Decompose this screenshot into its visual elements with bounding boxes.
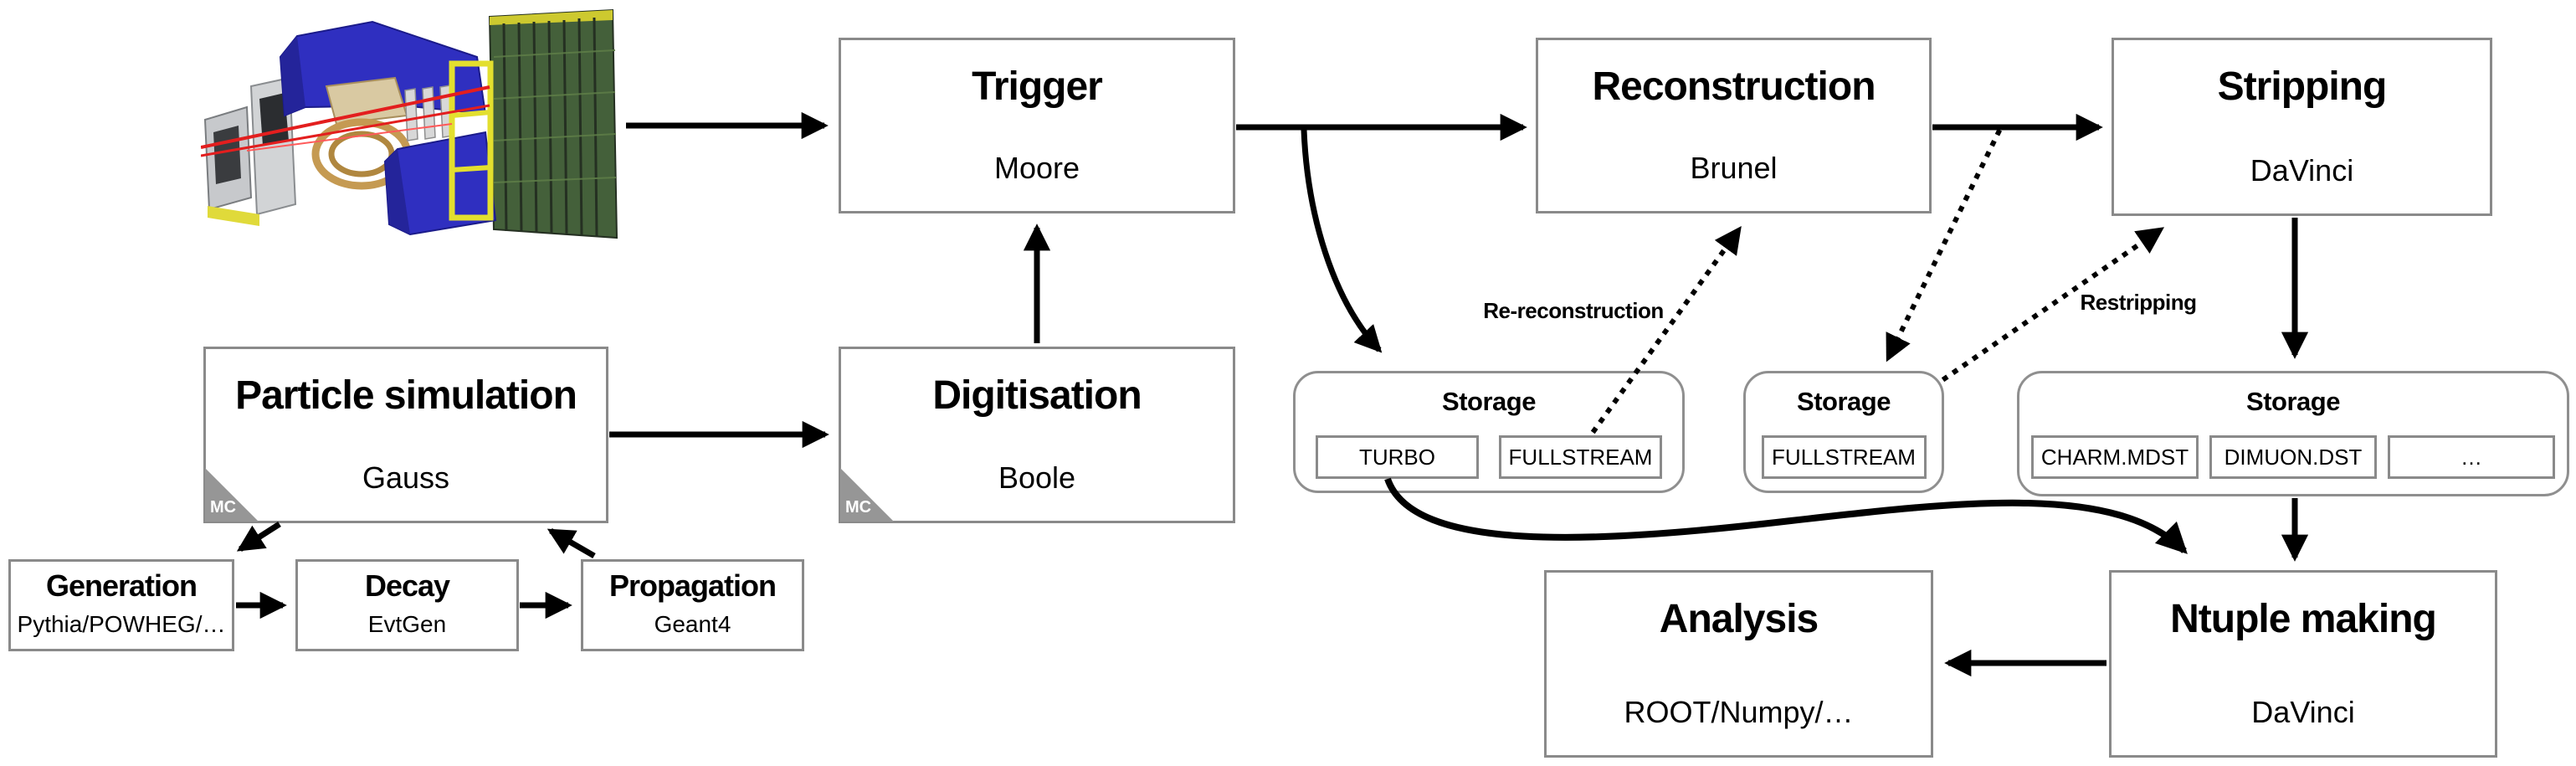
node-reconstruction: Reconstruction Brunel bbox=[1536, 38, 1932, 213]
node-digitisation: Digitisation Boole MC bbox=[839, 347, 1235, 523]
node-title: Decay bbox=[364, 568, 450, 603]
node-subtitle: Geant4 bbox=[654, 611, 731, 637]
node-stripping: Stripping DaVinci bbox=[2112, 38, 2492, 216]
edge-trigger-branch-to-storage1 bbox=[1301, 129, 1383, 353]
lhcb-detector-image bbox=[201, 8, 618, 239]
node-particle-simulation: Particle simulation Gauss MC bbox=[203, 347, 608, 523]
storage-items: CHARM.MDST DIMUON.DST … bbox=[2031, 435, 2555, 479]
node-subtitle: Gauss bbox=[362, 460, 450, 495]
storage-title: Storage bbox=[1797, 387, 1891, 416]
storage-item-dimuon-dst: DIMUON.DST bbox=[2209, 435, 2377, 479]
storage-item-fullstream: FULLSTREAM bbox=[1761, 435, 1927, 479]
node-trigger: Trigger Moore bbox=[839, 38, 1235, 213]
node-title: Generation bbox=[45, 568, 198, 603]
node-title: Stripping bbox=[2217, 64, 2388, 109]
storage-item-charm-mdst: CHARM.MDST bbox=[2031, 435, 2199, 479]
node-propagation: Propagation Geant4 bbox=[581, 559, 804, 651]
storage-items: TURBO FULLSTREAM bbox=[1316, 435, 1662, 479]
node-title: Trigger bbox=[972, 64, 1103, 109]
node-title: Analysis bbox=[1659, 597, 1819, 641]
node-subtitle: Moore bbox=[993, 151, 1080, 185]
storage-item-ellipsis: … bbox=[2388, 435, 2555, 479]
storage-box-stripping-output: Storage CHARM.MDST DIMUON.DST … bbox=[2017, 371, 2569, 496]
node-subtitle: Brunel bbox=[1690, 151, 1778, 185]
mc-badge-label: MC bbox=[210, 498, 237, 517]
node-title: Reconstruction bbox=[1592, 64, 1876, 109]
storage-item-turbo: TURBO bbox=[1316, 435, 1479, 479]
node-subtitle: DaVinci bbox=[2250, 153, 2354, 188]
node-subtitle: Boole bbox=[998, 460, 1076, 495]
node-decay: Decay EvtGen bbox=[295, 559, 519, 651]
node-subtitle: ROOT/Numpy/… bbox=[1624, 695, 1854, 729]
node-title: Digitisation bbox=[932, 373, 1142, 418]
label-restripping: Restripping bbox=[2080, 290, 2197, 315]
node-analysis: Analysis ROOT/Numpy/… bbox=[1544, 570, 1933, 758]
storage-title: Storage bbox=[1442, 387, 1536, 416]
storage-items: FULLSTREAM bbox=[1761, 435, 1927, 479]
mc-badge: MC bbox=[840, 468, 894, 522]
node-generation: Generation Pythia/POWHEG/… bbox=[8, 559, 234, 651]
node-subtitle: Pythia/POWHEG/… bbox=[17, 611, 226, 637]
storage-item-fullstream: FULLSTREAM bbox=[1499, 435, 1662, 479]
node-ntuple-making: Ntuple making DaVinci bbox=[2109, 570, 2497, 758]
storage-title: Storage bbox=[2246, 387, 2340, 416]
node-title: Ntuple making bbox=[2170, 597, 2437, 641]
node-title: Propagation bbox=[608, 568, 777, 603]
node-subtitle: EvtGen bbox=[367, 611, 447, 637]
node-title: Particle simulation bbox=[235, 373, 577, 418]
storage-box-trigger-output: Storage TURBO FULLSTREAM bbox=[1293, 371, 1685, 493]
mc-badge: MC bbox=[205, 468, 259, 522]
label-re-reconstruction: Re-reconstruction bbox=[1483, 298, 1664, 323]
storage-box-reconstruction-output: Storage FULLSTREAM bbox=[1743, 371, 1944, 493]
node-subtitle: DaVinci bbox=[2251, 695, 2355, 729]
edge-particlesim-to-generation bbox=[236, 522, 281, 552]
mc-badge-label: MC bbox=[845, 498, 872, 517]
edge-propagation-to-particlesim bbox=[547, 527, 596, 559]
